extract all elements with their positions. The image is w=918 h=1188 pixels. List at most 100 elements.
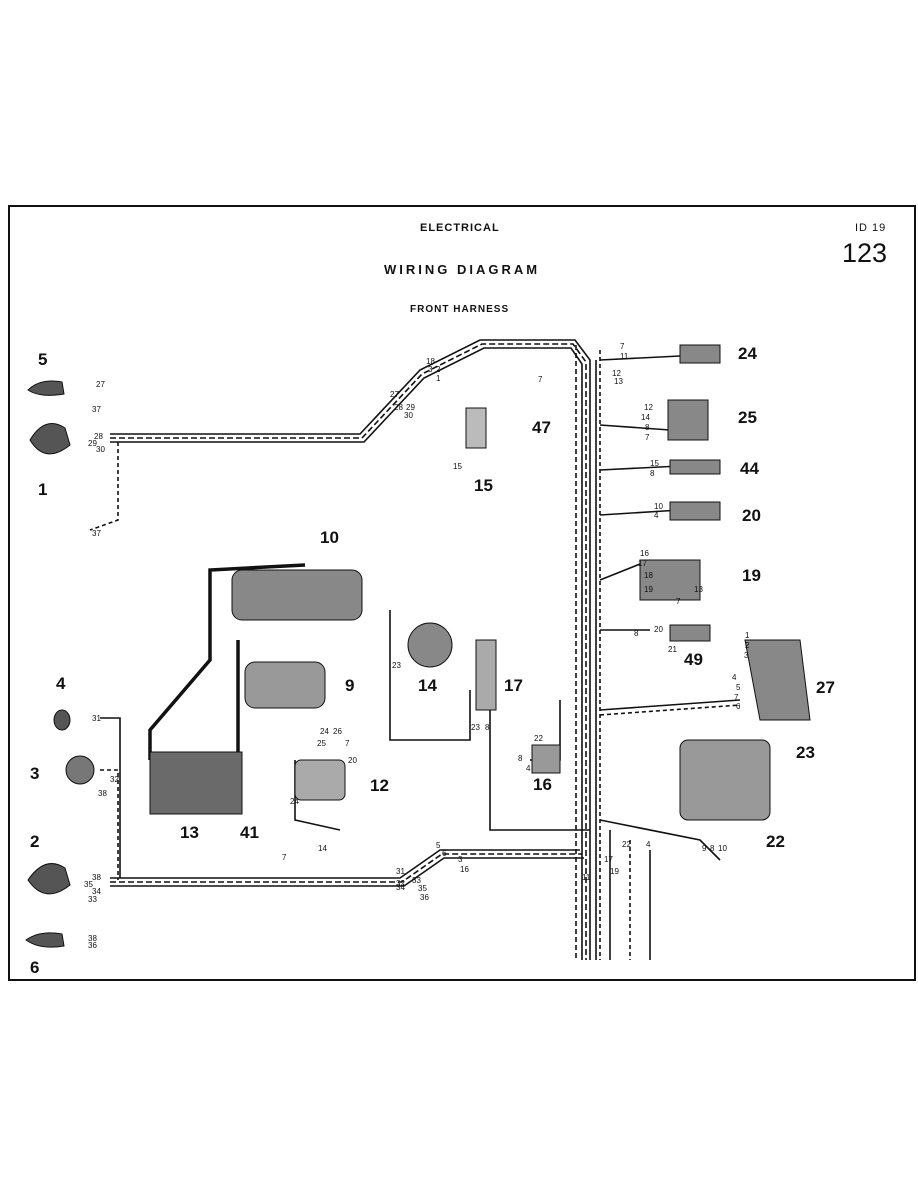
- callout-24: 24: [738, 344, 757, 363]
- wire-number-label: 37: [92, 529, 101, 538]
- wire-number-label: 10: [654, 502, 663, 511]
- wire-number-label: 28: [394, 403, 403, 412]
- callout-6: 6: [30, 958, 40, 977]
- wire-number-label: 27: [390, 390, 399, 399]
- wire-number-label: 11: [582, 873, 591, 882]
- wire-number-label: 8: [485, 723, 490, 732]
- diagram-border: [8, 205, 916, 981]
- wire-number-label: 24: [290, 797, 299, 806]
- diagram-title: WIRING DIAGRAM: [384, 262, 541, 277]
- wire-number-label: 32: [396, 879, 405, 888]
- wire-number-label: 6: [736, 702, 741, 711]
- wire-number-label: 29: [406, 403, 415, 412]
- wire-number-label: 23: [471, 723, 480, 732]
- unit-25-shape: [667, 399, 709, 441]
- wire-number-label: 22: [622, 840, 631, 849]
- diagram-subtitle: FRONT HARNESS: [410, 304, 510, 315]
- wire-number-label: 14: [318, 844, 327, 853]
- wire-number-label: 5: [736, 683, 741, 692]
- wire-number-label: 31: [396, 867, 405, 876]
- callout-17: 17: [504, 676, 523, 695]
- callout-49: 49: [684, 650, 703, 669]
- wire-number-label: 7: [620, 342, 625, 351]
- callout-13: 13: [180, 823, 199, 842]
- wire-number-label: 7: [345, 739, 350, 748]
- callout-25: 25: [738, 408, 757, 427]
- wire-number-label: 35: [418, 884, 427, 893]
- wire-number-label: 21: [668, 645, 677, 654]
- callout-9: 9: [345, 676, 355, 695]
- wire-number-label: 3: [458, 855, 463, 864]
- unit-24-shape: [679, 344, 721, 364]
- callout-15: 15: [474, 476, 493, 495]
- wire-number-label: 8: [518, 754, 523, 763]
- relay-15-shape: [465, 407, 487, 449]
- wire-number-label: 7: [645, 433, 650, 442]
- wire-number-label: 1: [745, 631, 750, 640]
- wire-number-label: 17: [604, 855, 613, 864]
- headlamp-1-shape: [29, 423, 71, 455]
- lamp-6-shape: [25, 932, 65, 948]
- wire-number-label: 4: [646, 840, 651, 849]
- wire-number-label: 38: [92, 873, 101, 882]
- switch-27-shape: [744, 639, 811, 721]
- wire-number-label: 4: [654, 511, 659, 520]
- wire-number-label: 19: [610, 867, 619, 876]
- wire-number-label: 5: [436, 841, 441, 850]
- wire-number-label: 4: [526, 764, 531, 773]
- wire-number-label: 8: [710, 844, 715, 853]
- lamp-5-shape: [27, 380, 65, 396]
- coil-12-shape: [294, 759, 346, 801]
- wire-number-label: 7: [282, 853, 287, 862]
- page-number: 123: [842, 238, 888, 268]
- wire-number-label: 29: [88, 439, 97, 448]
- callout-3: 3: [30, 764, 40, 783]
- unit-20-shape: [669, 501, 721, 521]
- callout-4: 4: [56, 674, 66, 693]
- wire-number-label: 16: [460, 865, 469, 874]
- wire-number-label: 18: [426, 357, 435, 366]
- wire-number-label: 11: [620, 352, 629, 361]
- callout-41: 41: [240, 823, 259, 842]
- wire-number-label: 3: [744, 651, 749, 660]
- battery-13-shape: [149, 751, 243, 815]
- wire-number-label: 4: [732, 673, 737, 682]
- starter-9-shape: [244, 661, 326, 709]
- wire-number-label: 38: [98, 789, 107, 798]
- wire-number-label: 12: [644, 403, 653, 412]
- wire-number-label: 13: [614, 377, 623, 386]
- callout-2: 2: [30, 832, 40, 851]
- wire-number-label: 31: [92, 714, 101, 723]
- wire-number-label: 33: [412, 876, 421, 885]
- wire-number-label: 37: [92, 405, 101, 414]
- wire-number-label: 34: [396, 883, 405, 892]
- callout-10: 10: [320, 528, 339, 547]
- regulator-14-shape: [407, 622, 453, 668]
- wire-number-label: 36: [420, 893, 429, 902]
- wire-number-label: 32: [110, 775, 119, 784]
- callout-20: 20: [742, 506, 761, 525]
- wire-number-label: 7: [676, 597, 681, 606]
- wire-number-label: 8: [634, 629, 639, 638]
- headlamp-2-shape: [27, 863, 71, 895]
- wire-number-label: 35: [84, 880, 93, 889]
- generator-10-shape: [231, 569, 363, 621]
- callout-27: 27: [816, 678, 835, 697]
- wire-number-label: 10: [718, 844, 727, 853]
- unit-23-shape: [679, 739, 771, 821]
- switch-16-shape: [531, 744, 561, 774]
- unit-49-shape: [669, 624, 711, 642]
- wire-number-label: 20: [348, 756, 357, 765]
- horn-4-shape: [53, 709, 71, 731]
- wire-number-label: 6: [442, 849, 447, 858]
- wire-number-label: 22: [534, 734, 543, 743]
- callout-19: 19: [742, 566, 761, 585]
- callout-12: 12: [370, 776, 389, 795]
- section-title: ELECTRICAL: [420, 222, 500, 234]
- callout-5: 5: [38, 350, 48, 369]
- horn-3-shape: [65, 755, 95, 785]
- wire-number-label: 24: [320, 727, 329, 736]
- wire-number-label: 30: [96, 445, 105, 454]
- wire-number-label: 34: [92, 887, 101, 896]
